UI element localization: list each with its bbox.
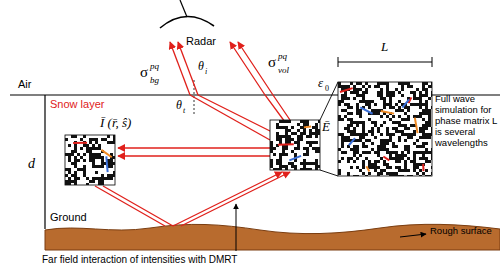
beams — [95, 42, 290, 226]
superscript: pq — [150, 61, 159, 71]
leader-line — [236, 204, 237, 251]
intensity-symbol: Ī (r̄, ŝ) — [100, 116, 131, 131]
note-text: Full wave simulation for phase matrix L … — [435, 94, 497, 149]
callout-label: Far field interaction of intensities wit… — [42, 254, 237, 266]
random-medium — [65, 135, 115, 185]
superscript: pq — [278, 51, 287, 61]
permittivity-symbol: ε — [318, 76, 323, 91]
callout-label: Rough surface — [430, 226, 492, 237]
field-symbol: Ē — [322, 120, 330, 135]
layer-label: Snow layer — [50, 98, 104, 111]
subscript: i — [205, 67, 207, 76]
medium-label: Air — [18, 78, 31, 91]
radar-feed — [180, 0, 187, 17]
subscript: 0 — [325, 84, 329, 93]
subscript: t — [183, 106, 185, 115]
dimension-tick — [432, 57, 433, 67]
sigma-symbol: σ — [268, 54, 276, 71]
depth-line — [44, 95, 45, 229]
angle-symbol: θ — [176, 99, 182, 113]
dimension-label: L — [381, 40, 388, 55]
radar-label: Radar — [186, 35, 216, 48]
subscript: vol — [278, 65, 289, 75]
radar-dish — [160, 16, 214, 28]
random-medium — [338, 82, 432, 176]
medium-label: Ground — [50, 211, 87, 224]
leader-line — [400, 234, 426, 237]
angle-symbol: θ — [198, 60, 204, 74]
ground-layer — [45, 224, 500, 250]
zoom-line — [320, 170, 338, 176]
subscript: bg — [150, 75, 159, 85]
dimension-line — [338, 62, 432, 63]
random-medium — [270, 120, 320, 170]
sigma-symbol: σ — [140, 64, 148, 81]
depth-symbol: d — [28, 156, 35, 172]
dimension-tick — [338, 57, 339, 67]
